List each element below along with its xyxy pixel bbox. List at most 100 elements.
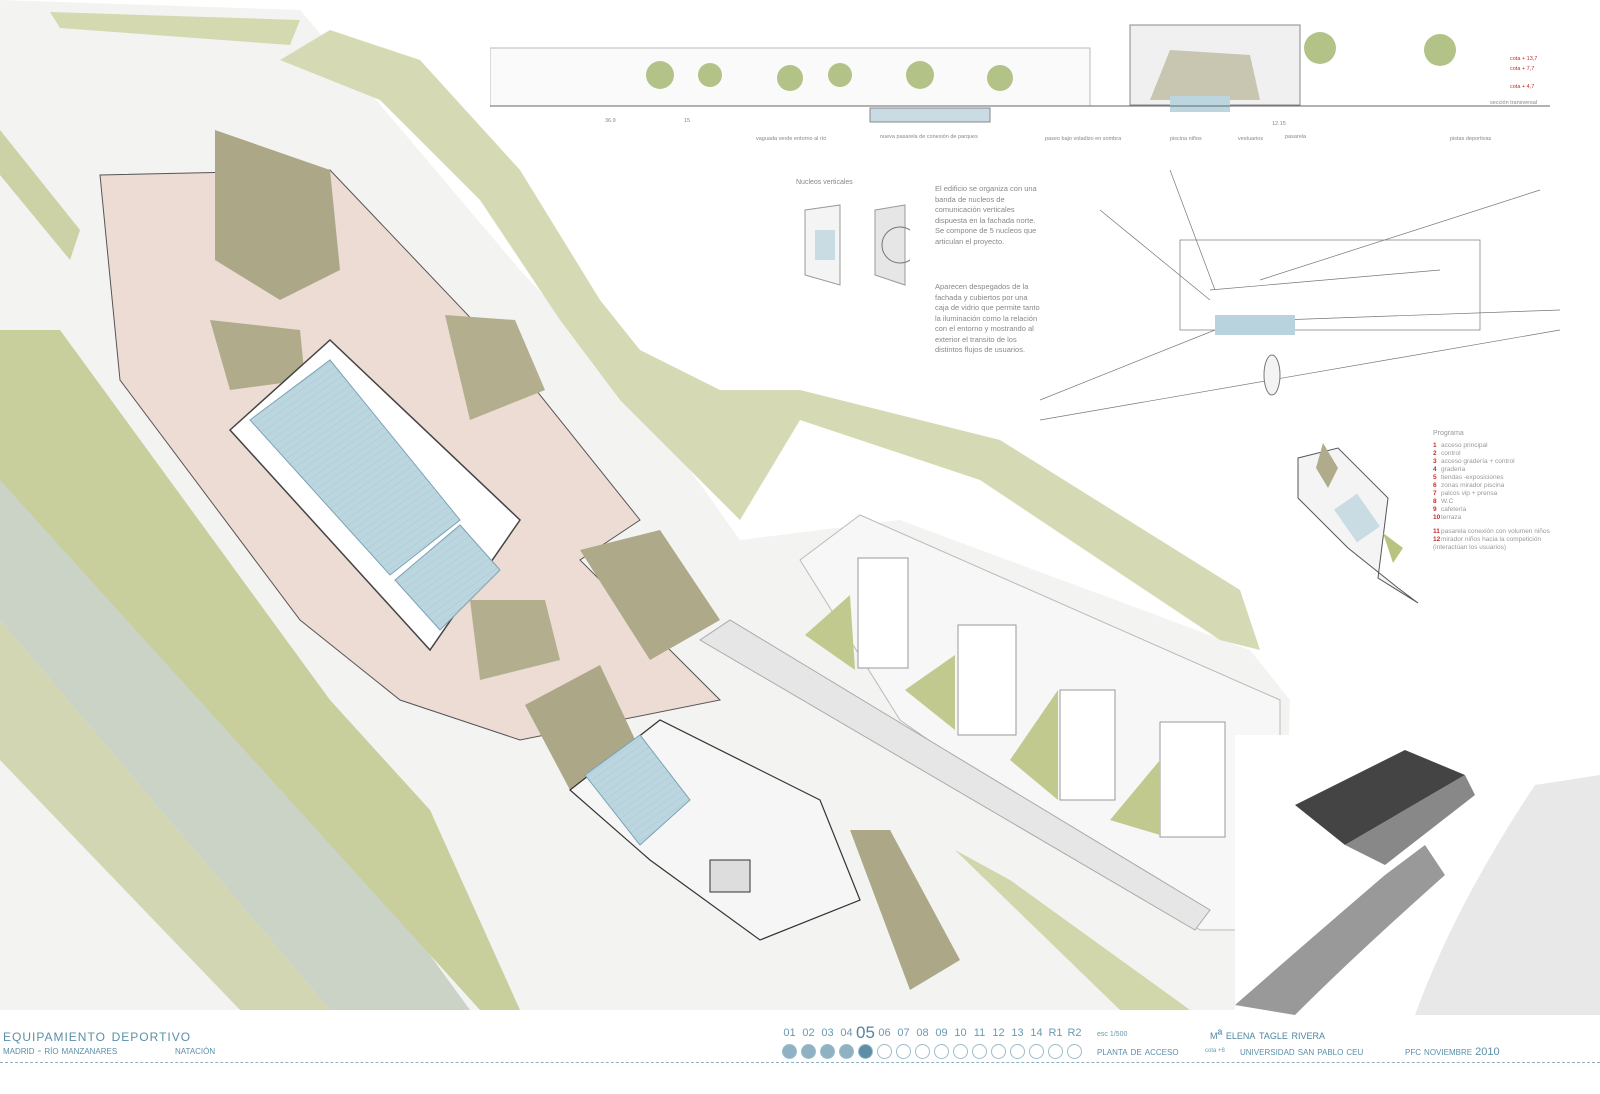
level-3: cota + 4,7 bbox=[1510, 84, 1535, 90]
page-number[interactable]: 11 bbox=[973, 1027, 986, 1039]
page-number[interactable]: 08 bbox=[916, 1027, 929, 1039]
nucleos-para2: Aparecen despegados de la fachada y cubi… bbox=[935, 282, 1040, 354]
page-number[interactable]: 02 bbox=[802, 1027, 815, 1039]
south-green bbox=[955, 850, 1190, 1010]
page-number[interactable]: 01 bbox=[783, 1027, 796, 1039]
bank-strip bbox=[0, 130, 80, 260]
page-dot[interactable] bbox=[1048, 1044, 1063, 1059]
page-dot[interactable] bbox=[858, 1044, 873, 1059]
page-dot[interactable] bbox=[782, 1044, 797, 1059]
page-number[interactable]: 05 bbox=[856, 1023, 875, 1042]
nucleos-para1: El edificio se organiza con una banda de… bbox=[935, 184, 1037, 246]
section-label: vestuarios bbox=[1238, 136, 1264, 142]
page-dots bbox=[780, 1044, 1084, 1059]
nucleos-title: Nucleos verticales bbox=[796, 179, 853, 186]
page-number[interactable]: R1 bbox=[1048, 1027, 1063, 1039]
pool-training bbox=[394, 524, 501, 631]
programa-item: 11pasarela conexión con volumen niños bbox=[1433, 528, 1550, 535]
page-number[interactable]: 13 bbox=[1011, 1027, 1024, 1039]
page-dot[interactable] bbox=[1067, 1044, 1082, 1059]
page-dot[interactable] bbox=[1029, 1044, 1044, 1059]
page-dot[interactable] bbox=[896, 1044, 911, 1059]
programa-item: 10terraza bbox=[1433, 514, 1462, 521]
interior-perspective bbox=[1040, 170, 1560, 421]
page-dot[interactable] bbox=[991, 1044, 1006, 1059]
nucleos-diagrams bbox=[804, 204, 910, 286]
divider-line bbox=[0, 1062, 1600, 1063]
court-1 bbox=[857, 557, 909, 669]
page-number[interactable]: 04 bbox=[840, 1027, 853, 1039]
dim-1: 36.9 bbox=[605, 118, 616, 124]
tree-block-4 bbox=[1110, 760, 1160, 835]
roof-olive-5 bbox=[470, 600, 560, 680]
pool-children bbox=[584, 734, 691, 846]
page-number[interactable]: 03 bbox=[821, 1027, 834, 1039]
programa-title: Programa bbox=[1433, 430, 1464, 437]
section-drawing: sección transversal cota + 13,7 cota + 7… bbox=[489, 20, 1560, 130]
programa-item: 12mirador niños hacia la competición (in… bbox=[1433, 536, 1542, 551]
page-dot[interactable] bbox=[915, 1044, 930, 1059]
bank-green bbox=[0, 330, 520, 1010]
sheet-label: Planta de acceso bbox=[1097, 1046, 1179, 1058]
roof-olive-1 bbox=[215, 130, 340, 300]
board-title: equipamiento deportivo bbox=[3, 1026, 192, 1045]
section-label: pistas deportivas bbox=[1450, 136, 1492, 142]
green-embankment bbox=[280, 30, 1260, 650]
page-dot[interactable] bbox=[820, 1044, 835, 1059]
roof-olive-4 bbox=[580, 530, 720, 660]
bank-green-2 bbox=[0, 620, 330, 1010]
page-dot[interactable] bbox=[839, 1044, 854, 1059]
scale: esc 1/500 bbox=[1097, 1031, 1128, 1038]
page-number[interactable]: 14 bbox=[1030, 1027, 1043, 1039]
page-number[interactable]: 06 bbox=[878, 1027, 891, 1039]
roof-olive-2 bbox=[445, 315, 545, 420]
page-number[interactable]: 12 bbox=[992, 1027, 1005, 1039]
page-number[interactable]: 10 bbox=[954, 1027, 967, 1039]
page-number[interactable]: R2 bbox=[1067, 1027, 1082, 1039]
model-photo bbox=[1235, 735, 1600, 1015]
page-number[interactable]: 09 bbox=[935, 1027, 948, 1039]
court-4 bbox=[1159, 721, 1226, 838]
date: PFC noviembre 2010 bbox=[1405, 1046, 1500, 1058]
level-1: cota + 13,7 bbox=[1510, 56, 1538, 62]
page-dot[interactable] bbox=[801, 1044, 816, 1059]
roof-olive-3 bbox=[210, 320, 305, 390]
page-dot[interactable] bbox=[972, 1044, 987, 1059]
core bbox=[709, 859, 751, 893]
section-label: piscina niños bbox=[1170, 136, 1202, 142]
south-olive bbox=[850, 830, 960, 990]
dim-3: 12.15 bbox=[1272, 121, 1286, 127]
page-number[interactable]: 07 bbox=[897, 1027, 910, 1039]
page-dot[interactable] bbox=[1010, 1044, 1025, 1059]
university: Universidad San Pablo CEU bbox=[1240, 1046, 1364, 1058]
key-plan bbox=[1297, 443, 1419, 604]
board-location: MADRID - Río manzanares bbox=[3, 1045, 118, 1057]
tree-block-1 bbox=[805, 595, 855, 670]
section-label: vaguada verde entorno al río bbox=[756, 136, 827, 142]
section-title: sección transversal bbox=[1490, 100, 1538, 106]
tree-block-3 bbox=[1010, 690, 1058, 800]
author: Mª Elena Tagle Rivera bbox=[1210, 1027, 1326, 1042]
section-label: pasarela bbox=[1285, 134, 1307, 140]
level-2: cota + 7,7 bbox=[1510, 66, 1535, 72]
page-dot[interactable] bbox=[877, 1044, 892, 1059]
section-label: paseo bajo voladizo en sombra bbox=[1045, 136, 1122, 142]
green-strip-top-left bbox=[50, 12, 300, 45]
level: cota +8 bbox=[1205, 1048, 1225, 1054]
court-2 bbox=[957, 624, 1017, 736]
pool-main bbox=[249, 359, 461, 576]
page-dot[interactable] bbox=[934, 1044, 949, 1059]
tree-block-2 bbox=[905, 655, 955, 730]
page-dot[interactable] bbox=[953, 1044, 968, 1059]
